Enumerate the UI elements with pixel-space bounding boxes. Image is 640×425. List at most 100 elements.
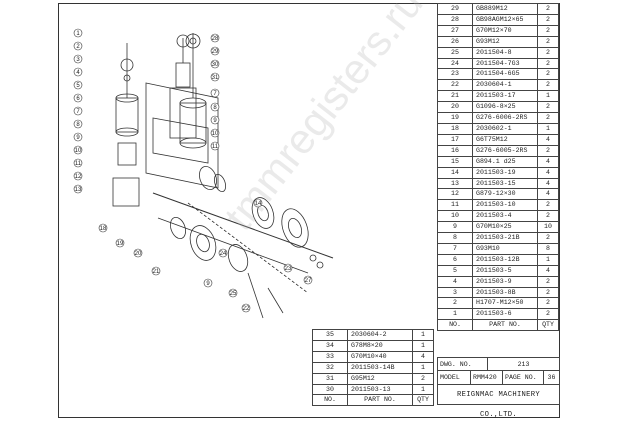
bom-cell-no: 35 [312, 329, 348, 341]
bom-header-qty: QTY [537, 319, 559, 332]
bom-cell-qty: 2 [537, 199, 559, 212]
bom-cell-part: 2011503-5 [472, 264, 538, 277]
bom-cell-qty: 2 [537, 112, 559, 124]
svg-text:18: 18 [100, 226, 107, 232]
title-block: DWG. NO. 213 MODEL RMM420 PAGE NO. 36 RE… [437, 357, 560, 419]
bom-cell-qty: 2 [537, 57, 559, 70]
bom-cell-part: 2011503-13 [347, 383, 413, 396]
svg-text:7: 7 [213, 91, 217, 97]
svg-text:14: 14 [255, 201, 262, 207]
bom-cell-part: G93M12 [472, 35, 538, 48]
svg-text:22: 22 [243, 306, 250, 312]
bom-cell-qty: 2 [412, 372, 434, 385]
bom-cell-qty: 1 [412, 383, 434, 396]
bom-cell-no: 2 [437, 297, 473, 310]
bom-header-part: PART NO. [472, 319, 538, 332]
svg-text:8: 8 [76, 122, 80, 128]
exploded-view-drawing: 1 2 3 4 5 6 7 8 9 10 11 12 13 28 29 30 3… [73, 28, 334, 319]
svg-text:11: 11 [75, 161, 82, 167]
frame-plate [145, 82, 219, 189]
bom-cell-part: 2011503-17 [472, 90, 538, 103]
bom-cell-no: 3 [437, 286, 473, 299]
bom-cell-part: H1707-M12×50 [472, 297, 538, 310]
bom-cell-qty: 4 [537, 177, 559, 190]
bom-cell-no: 33 [312, 350, 348, 363]
bom-cell-no: 4 [437, 275, 473, 288]
bom-cell-part: 2030604-2 [347, 329, 413, 341]
svg-text:23: 23 [285, 266, 292, 272]
bom-cell-part: 2011504-7G3 [472, 57, 538, 70]
bom-cell-part: 2011503-9 [472, 275, 538, 288]
bom-cell-qty: 2 [537, 275, 559, 288]
svg-text:3: 3 [76, 57, 80, 63]
bom-cell-part: G276-6005-2RS [472, 144, 538, 157]
bom-cell-qty: 4 [537, 166, 559, 179]
bom-cell-qty: 10 [537, 221, 559, 234]
bom-cell-no: 12 [437, 188, 473, 201]
bom-cell-no: 1 [437, 308, 473, 321]
bom-header-no: NO. [437, 319, 473, 332]
bom-cell-part: 2011503-15 [472, 177, 538, 190]
bom-header-row: NO.PART NO.QTY [437, 319, 559, 332]
bom-cell-no: 16 [437, 144, 473, 157]
bom-cell-qty: 2 [537, 308, 559, 321]
bom-cell-no: 34 [312, 339, 348, 352]
bom-cell-qty: 2 [537, 24, 559, 37]
bom-cell-qty: 2 [537, 232, 559, 244]
bom-cell-no: 6 [437, 253, 473, 266]
left-bottom-housing [112, 177, 140, 207]
company-name: REIGNMAC MACHINERY CO.,LTD. [437, 385, 560, 419]
dwg-label: DWG. NO. [438, 358, 488, 370]
bom-cell-part: 2011504-6G5 [472, 68, 538, 81]
svg-text:28: 28 [212, 36, 219, 42]
bom-cell-part: 2030602-1 [472, 122, 538, 135]
bom-cell-no: 31 [312, 372, 348, 385]
bom-cell-no: 15 [437, 155, 473, 168]
bom-cell-qty: 2 [537, 286, 559, 299]
bom-cell-no: 29 [437, 3, 473, 15]
dwg-row: DWG. NO. 213 [437, 357, 560, 371]
svg-text:27: 27 [305, 278, 312, 284]
pulley-3 [189, 225, 217, 261]
bom-cell-part: 2011503-21B [472, 232, 538, 244]
bom-cell-no: 14 [437, 166, 473, 179]
svg-text:29: 29 [212, 49, 219, 55]
bom-cell-qty: 2 [537, 68, 559, 81]
bom-cell-qty: 1 [537, 90, 559, 103]
bom-cell-no: 23 [437, 68, 473, 81]
svg-text:9: 9 [213, 118, 217, 124]
bom-cell-part: 2011503-6 [472, 308, 538, 321]
svg-text:8: 8 [213, 105, 217, 111]
svg-text:12: 12 [75, 174, 82, 180]
model-label: MODEL [438, 371, 471, 384]
bom-cell-no: 21 [437, 90, 473, 103]
bom-header-qty: QTY [412, 394, 434, 407]
bom-cell-no: 10 [437, 210, 473, 223]
svg-text:20: 20 [135, 251, 142, 257]
bom-cell-no: 19 [437, 112, 473, 124]
bom-cell-part: 2011503-19 [472, 166, 538, 179]
bom-cell-qty: 2 [537, 46, 559, 59]
bom-cell-part: G879-12×30 [472, 188, 538, 201]
model-value: RMM420 [471, 371, 503, 384]
bom-cell-no: 8 [437, 232, 473, 244]
